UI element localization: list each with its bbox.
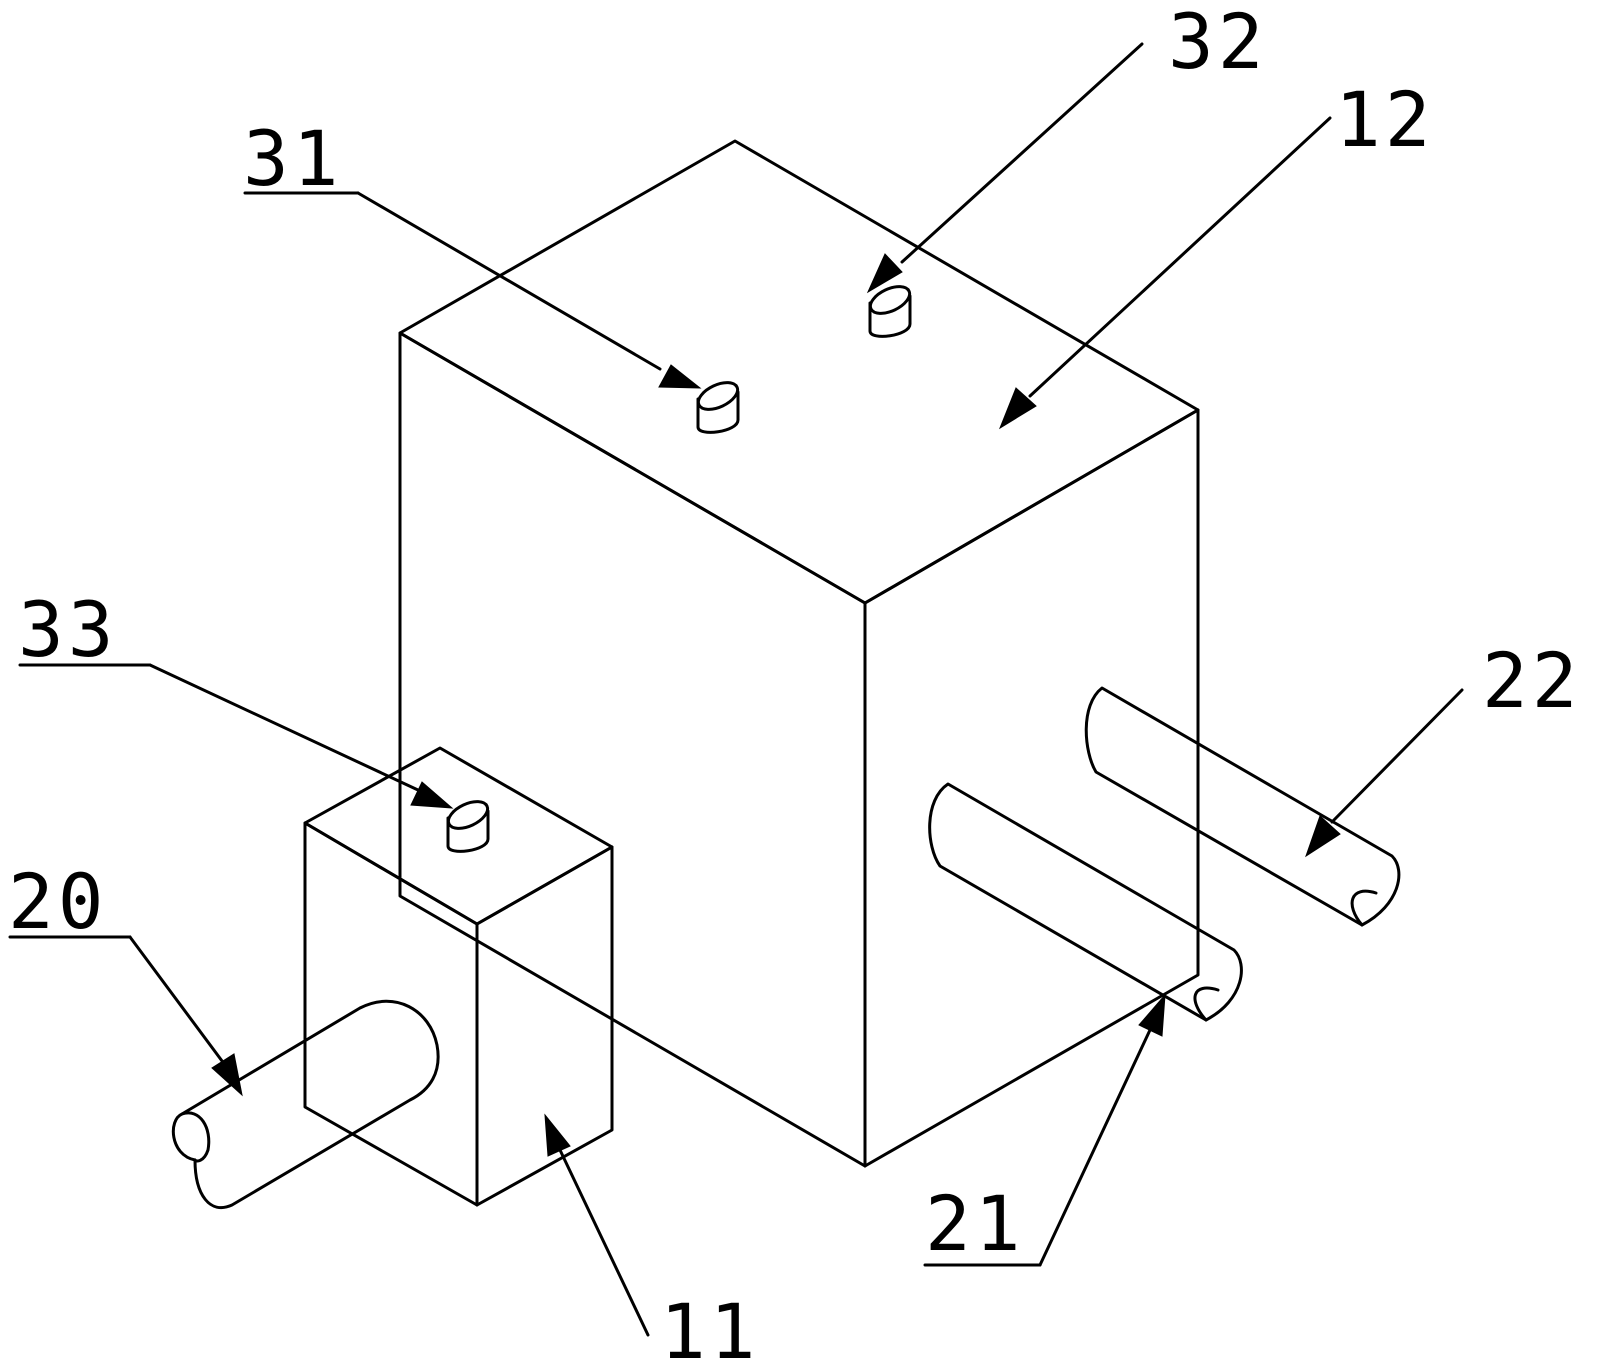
pipe-21	[928, 782, 1243, 1022]
leader-line-20	[128, 935, 227, 1067]
pipe-20	[171, 999, 440, 1210]
leader-line-22	[1330, 688, 1464, 824]
label-12: 12	[1335, 75, 1435, 164]
arrowhead-31	[658, 364, 702, 389]
arrowhead-32	[866, 253, 903, 294]
large-box-left-face	[398, 331, 867, 1168]
small-box	[303, 746, 614, 1207]
cylinder-33	[446, 800, 490, 853]
leader-12	[998, 116, 1332, 430]
small-box-top-face	[303, 746, 614, 926]
leader-line-12	[1028, 116, 1332, 398]
leader-line-31	[356, 191, 662, 371]
label-33: 33	[18, 585, 118, 674]
arrowhead-22	[1305, 815, 1341, 858]
label-20: 20	[8, 857, 108, 946]
cylinder-32-top	[868, 285, 912, 315]
leader-line-33	[148, 663, 420, 792]
cylinder-32-body	[868, 294, 912, 338]
pipe-22	[1084, 686, 1401, 927]
arrowhead-12	[998, 387, 1037, 430]
cylinder-33-body	[446, 809, 490, 853]
small-box-right-face	[475, 845, 614, 1207]
leader-11	[544, 1113, 650, 1337]
cylinder-33-top	[446, 800, 490, 830]
arrowhead-11	[544, 1113, 571, 1157]
pipe-22-break-end	[1350, 889, 1378, 927]
leader-line-21	[1038, 1028, 1152, 1267]
arrowhead-33	[410, 781, 454, 809]
pipe-21-body	[928, 782, 1243, 1022]
label-31: 31	[243, 114, 343, 203]
label-11: 11	[660, 1287, 760, 1366]
leader-20	[8, 935, 243, 1097]
large-box	[398, 139, 1200, 1168]
cylinder-31	[696, 381, 740, 434]
leader-line-32	[900, 42, 1144, 264]
cylinder-32	[868, 285, 912, 338]
leader-line-11	[558, 1148, 650, 1337]
arrowhead-21	[1138, 993, 1166, 1037]
large-box-top-face	[398, 139, 1200, 605]
label-22: 22	[1482, 636, 1582, 725]
label-21: 21	[925, 1179, 1025, 1268]
cylinder-31-top	[696, 381, 740, 411]
pipe-20-break-end	[180, 1111, 211, 1163]
leader-21	[923, 993, 1166, 1267]
pipe-21-break-end	[1193, 986, 1220, 1022]
cylinder-31-body	[696, 390, 740, 434]
leader-32	[866, 42, 1144, 294]
large-box-right-face	[863, 408, 1200, 1168]
pipe-22-body	[1084, 686, 1401, 927]
leader-33	[18, 663, 454, 809]
arrowhead-20	[211, 1053, 243, 1097]
pipe-20-body	[171, 999, 440, 1210]
leader-22	[1305, 688, 1464, 858]
leader-31	[243, 191, 702, 389]
label-32: 32	[1168, 0, 1268, 86]
